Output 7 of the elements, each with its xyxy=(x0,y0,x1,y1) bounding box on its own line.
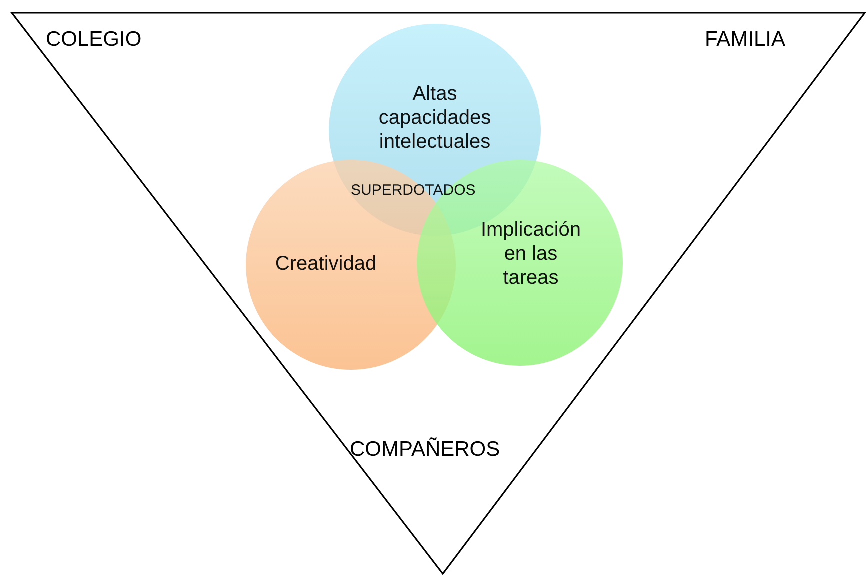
circle-label: Creatividad xyxy=(274,252,378,276)
circle-label: Altas capacidades intelectuales xyxy=(378,82,492,154)
context-label: FAMILIA xyxy=(705,28,786,52)
context-label: COLEGIO xyxy=(46,28,142,52)
overlap-label: SUPERDOTADOS xyxy=(351,182,476,199)
circle-label: Implicación en las tareas xyxy=(480,218,582,290)
context-label: COMPAÑEROS xyxy=(350,438,500,462)
